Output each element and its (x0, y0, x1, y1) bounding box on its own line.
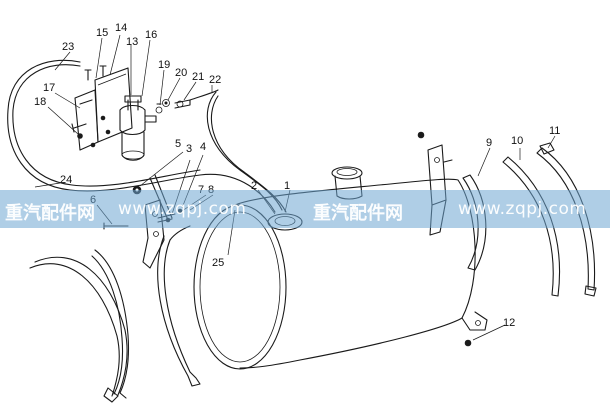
strap-11 (536, 142, 597, 297)
part-label-1: 1 (284, 180, 290, 192)
part-label-15: 15 (96, 27, 108, 39)
part-label-13: 13 (126, 36, 138, 48)
strap-far-left (29, 249, 130, 403)
part-label-16: 16 (145, 29, 157, 41)
nut-12 (464, 339, 472, 347)
part-label-17: 17 (43, 82, 55, 94)
watermark-brand-right: 重汽配件网 (313, 203, 403, 224)
part-label-22: 22 (209, 74, 221, 86)
part-label-24: 24 (60, 174, 72, 186)
part-label-14: 14 (115, 22, 127, 34)
part-label-19: 19 (158, 59, 170, 71)
filter-bracket-assembly (71, 65, 163, 195)
watermark-brand-left: 重汽配件网 (5, 203, 95, 224)
part-label-10: 10 (511, 135, 523, 147)
part-label-20: 20 (175, 67, 187, 79)
part-label-5: 5 (175, 138, 181, 150)
watermark-banner (0, 190, 610, 228)
part-number-labels: 1 2 3 4 5 6 7 8 9 10 11 12 13 14 15 16 1… (34, 22, 560, 329)
part-label-3: 3 (186, 143, 192, 155)
part-label-2: 2 (251, 180, 257, 192)
part-label-12: 12 (503, 317, 515, 329)
part-label-9: 9 (486, 137, 492, 149)
part-label-25: 25 (212, 257, 224, 269)
part-label-4: 4 (200, 141, 206, 153)
part-label-18: 18 (34, 96, 46, 108)
pipe-fittings (162, 99, 191, 109)
watermark-url-right: www.zqpj.com (458, 199, 587, 219)
strap-middle-left (157, 225, 201, 387)
part-label-21: 21 (192, 71, 204, 83)
part-label-23: 23 (62, 41, 74, 53)
part-label-11: 11 (549, 125, 560, 137)
watermark-url-left: www.zqpj.com (118, 199, 247, 219)
